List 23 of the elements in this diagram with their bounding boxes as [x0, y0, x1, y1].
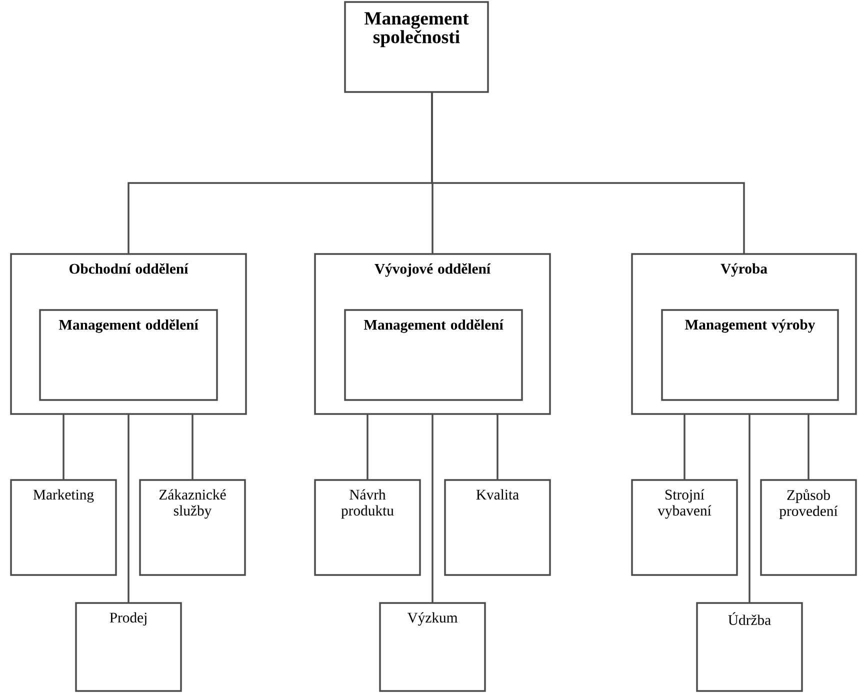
connector-line [62, 414, 64, 480]
connector-line [808, 414, 810, 480]
unit-box: Zákaznické služby [139, 479, 246, 576]
management-box: Management oddělení [39, 309, 218, 401]
unit-box: Marketing [10, 479, 117, 576]
connector-line [431, 92, 745, 254]
connector-line [496, 414, 498, 480]
unit-box: Návrh produktu [314, 479, 421, 576]
connector-line [366, 414, 368, 480]
connector-line [192, 414, 194, 480]
connector-line [128, 414, 130, 603]
connector-line [684, 414, 686, 480]
unit-box: Údržba [696, 602, 803, 692]
unit-box: Strojní vybavení [631, 479, 738, 576]
unit-box: Výzkum [379, 602, 486, 692]
connector-line [748, 414, 750, 603]
unit-box: Způsob provedení [760, 479, 857, 576]
management-box: Management oddělení [344, 309, 523, 401]
top-management-box: Management společnosti [344, 1, 489, 93]
unit-box: Kvalita [444, 479, 551, 576]
unit-box: Prodej [75, 602, 182, 692]
management-box: Management výroby [661, 309, 839, 401]
connector-line [432, 414, 434, 603]
